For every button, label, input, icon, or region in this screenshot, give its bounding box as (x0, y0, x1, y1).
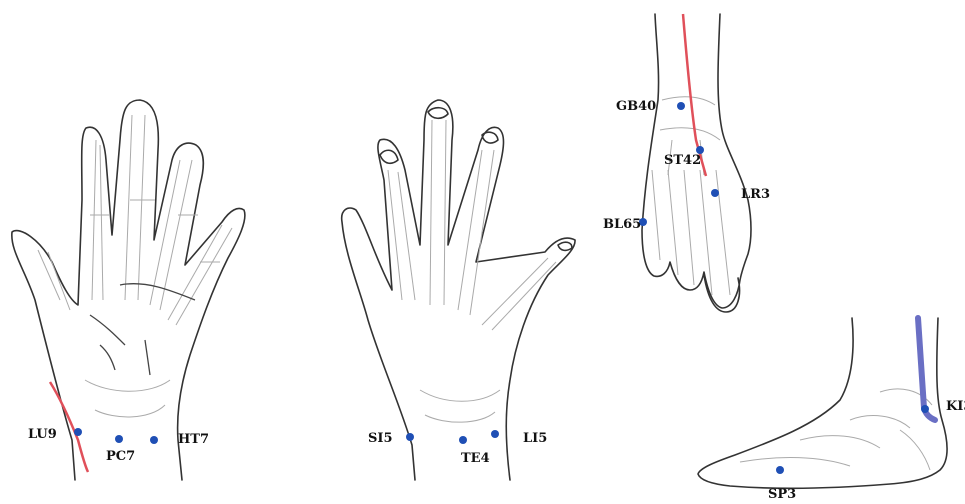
label-sp3: SP3 (768, 487, 796, 502)
label-gb40: GB40 (616, 99, 656, 114)
acupoint-ki3 (921, 405, 929, 413)
label-pc7: PC7 (106, 449, 135, 464)
foot-side-figure (698, 318, 947, 488)
foot-side-outline (698, 318, 947, 488)
index-nail (428, 108, 448, 119)
back-of-hand-outline (342, 100, 575, 480)
label-ht7: HT7 (178, 432, 209, 447)
back-of-hand-bones (388, 120, 556, 422)
acupoint-lr3 (711, 189, 719, 197)
palm-figure (12, 100, 245, 480)
label-si5: SI5 (368, 431, 393, 446)
acupoint-lu9 (74, 428, 82, 436)
acupoint-li5 (491, 430, 499, 438)
middle-nail (482, 132, 498, 143)
little-nail (558, 242, 572, 250)
acupoint-gb40 (677, 102, 685, 110)
label-bl65: BL65 (603, 217, 641, 232)
kidney-meridian-line (918, 318, 935, 420)
label-te4: TE4 (461, 451, 490, 466)
acupoint-te4 (459, 436, 467, 444)
palm-outline (12, 100, 245, 480)
acupoint-sp3 (776, 466, 784, 474)
acupoint-pc7 (115, 435, 123, 443)
label-lu9: LU9 (28, 427, 57, 442)
back-of-hand-figure (342, 100, 575, 480)
acupoint-ht7 (150, 436, 158, 444)
palm-creases (90, 284, 195, 375)
label-ki3: KI3 (946, 399, 965, 414)
foot-side-bones (740, 389, 932, 470)
acupoint-si5 (406, 433, 414, 441)
label-st42: ST42 (664, 153, 701, 168)
label-lr3: LR3 (741, 187, 770, 202)
thumb-nail (380, 150, 398, 163)
foot-top-bones (652, 97, 730, 295)
label-li5: LI5 (523, 431, 547, 446)
